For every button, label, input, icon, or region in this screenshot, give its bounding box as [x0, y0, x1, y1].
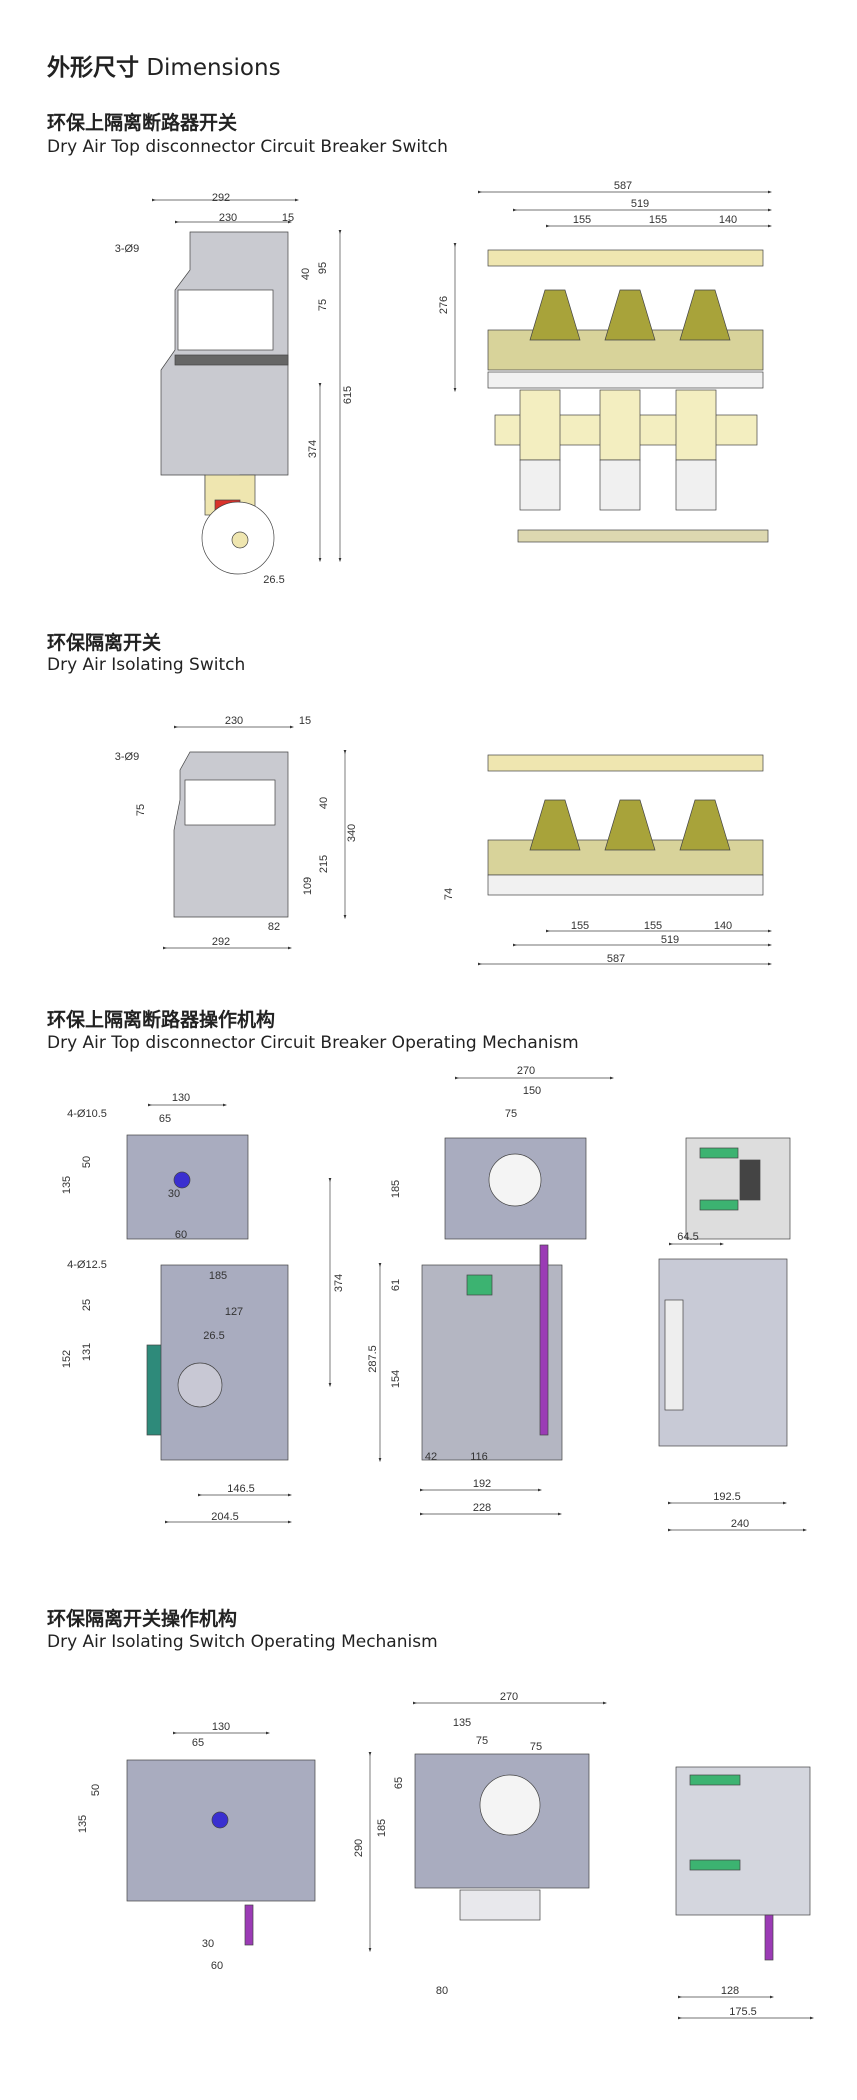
dim-label: 155 [570, 920, 590, 932]
dim-label: 270 [516, 1065, 536, 1077]
dim-label: 228 [472, 1502, 492, 1514]
dim-label: 519 [630, 198, 650, 210]
dim-label: 185 [208, 1270, 228, 1282]
dim-label: 340 [346, 823, 358, 843]
dim-label: 155 [643, 920, 663, 932]
dim-label: 3-Ø9 [114, 243, 140, 255]
dim-label: 116 [470, 1451, 488, 1463]
dim-label: 65 [158, 1113, 172, 1125]
dim-label: 185 [390, 1179, 402, 1199]
dim-label: 131 [81, 1342, 93, 1362]
s3-left-view-drawing [126, 1103, 332, 1524]
dim-label: 140 [713, 920, 733, 932]
dim-label: 75 [504, 1108, 518, 1120]
dim-label: 135 [452, 1717, 472, 1729]
dim-label: 135 [61, 1175, 73, 1195]
dim-label: 60 [174, 1229, 188, 1241]
dim-label: 292 [211, 936, 231, 948]
section-4-title-en: Dry Air Isolating Switch Operating Mecha… [47, 1632, 438, 1652]
s1-side-view-drawing [151, 198, 342, 575]
dim-label: 276 [438, 295, 450, 315]
dim-label: 175.5 [729, 2006, 757, 2018]
dim-label: 75 [475, 1735, 489, 1747]
dim-label: 192 [472, 1478, 492, 1490]
dim-label: 587 [613, 180, 633, 192]
s4-left-view-drawing [126, 1731, 316, 1946]
dim-label: 230 [218, 212, 238, 224]
dim-label: 26.5 [263, 574, 285, 586]
dim-label: 374 [307, 439, 319, 459]
dim-label: 64.5 [677, 1231, 699, 1243]
dim-label: 185 [376, 1818, 388, 1838]
dim-label: 374 [333, 1273, 345, 1293]
dim-label: 155 [648, 214, 668, 226]
dim-label: 75 [135, 803, 147, 817]
dim-label: 146.5 [227, 1483, 255, 1495]
section-1-title-en: Dry Air Top disconnector Circuit Breaker… [47, 137, 448, 157]
dim-label: 50 [81, 1155, 93, 1169]
s2-front-view-drawing [477, 754, 773, 966]
dim-label: 230 [224, 715, 244, 727]
dim-label: 74 [443, 887, 455, 901]
dim-label: 80 [435, 1985, 449, 1997]
dim-label: 61 [390, 1278, 402, 1292]
dim-label: 60 [210, 1960, 224, 1972]
dim-label: 4-Ø10.5 [67, 1108, 107, 1120]
dim-label: 155 [572, 214, 592, 226]
s2-side-view-drawing [162, 725, 347, 950]
dim-label: 40 [300, 267, 312, 281]
dim-label: 270 [499, 1691, 519, 1703]
s4-right-view-drawing [675, 1766, 815, 2020]
dim-label: 30 [167, 1188, 181, 1200]
dim-label: 204.5 [211, 1511, 239, 1523]
dim-label: 519 [660, 934, 680, 946]
dim-label: 65 [191, 1737, 205, 1749]
dim-label: 130 [171, 1092, 191, 1104]
section-3-title-en: Dry Air Top disconnector Circuit Breaker… [47, 1033, 579, 1053]
dim-label: 82 [267, 921, 281, 933]
s3-right-view-drawing [658, 1137, 808, 1532]
dim-label: 127 [224, 1306, 244, 1318]
section-2-title-en: Dry Air Isolating Switch [47, 655, 246, 675]
s1-front-view-drawing [453, 190, 773, 543]
section-4-title-zh: 环保隔离开关操作机构 [47, 1608, 238, 1630]
page-title: 外形尺寸 Dimensions [47, 55, 281, 81]
dim-label: 192.5 [713, 1491, 741, 1503]
dim-label: 30 [201, 1938, 215, 1950]
dim-label: 4-Ø12.5 [67, 1259, 107, 1271]
dim-label: 26.5 [203, 1330, 225, 1342]
section-3-title-zh: 环保上隔离断路器操作机构 [47, 1009, 276, 1031]
s3-middle-view-drawing [378, 1076, 615, 1516]
dim-label: 140 [718, 214, 738, 226]
dim-label: 150 [522, 1085, 542, 1097]
dim-label: 15 [298, 715, 312, 727]
dim-label: 109 [302, 876, 314, 896]
dim-label: 587 [606, 953, 626, 965]
section-1-title-zh: 环保上隔离断路器开关 [47, 112, 238, 134]
dim-label: 50 [90, 1783, 102, 1797]
dim-label: 290 [353, 1838, 365, 1858]
s4-middle-view-drawing [368, 1701, 608, 1953]
dim-label: 3-Ø9 [114, 751, 140, 763]
dim-label: 75 [529, 1741, 543, 1753]
dim-label: 25 [81, 1298, 93, 1312]
dim-label: 130 [211, 1721, 231, 1733]
dim-label: 42 [424, 1451, 438, 1463]
dim-label: 152 [61, 1349, 73, 1369]
dim-label: 65 [393, 1776, 405, 1790]
dim-label: 135 [77, 1814, 89, 1834]
dim-label: 40 [318, 796, 330, 810]
dim-label: 240 [730, 1518, 750, 1530]
dim-label: 128 [720, 1985, 740, 1997]
dim-label: 154 [390, 1369, 402, 1389]
dim-label: 615 [342, 385, 354, 405]
dim-label: 292 [211, 192, 231, 204]
dim-label: 287.5 [367, 1345, 379, 1373]
dim-label: 15 [281, 212, 295, 224]
dim-label: 75 [317, 298, 329, 312]
section-2-title-zh: 环保隔离开关 [47, 632, 162, 654]
dim-label: 95 [317, 261, 329, 275]
dim-label: 215 [318, 854, 330, 874]
